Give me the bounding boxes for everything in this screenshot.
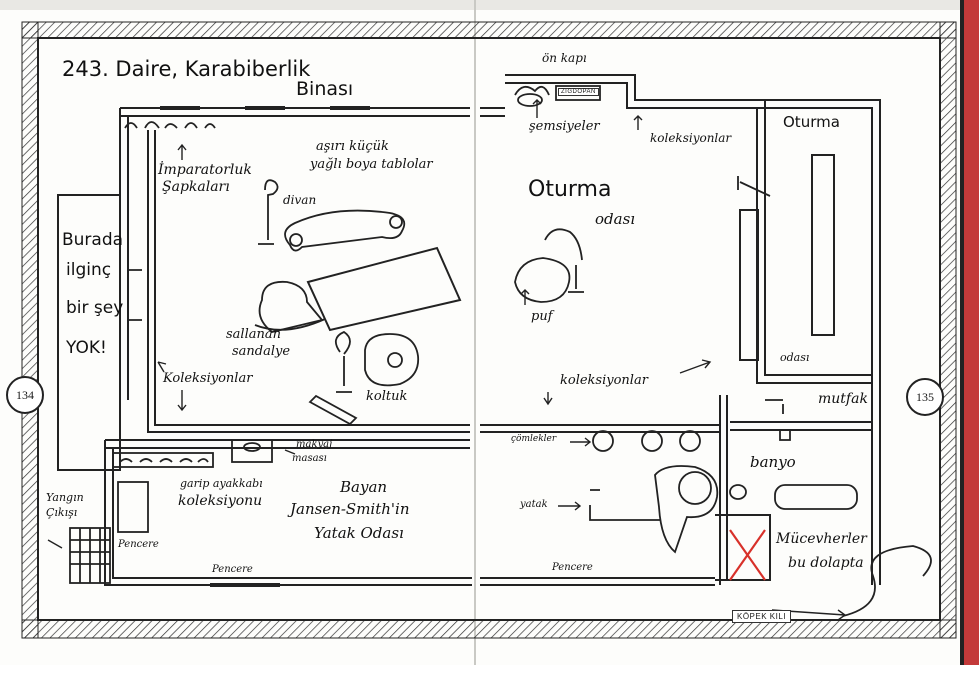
map-title-line2: Binası: [296, 78, 354, 100]
label-divan: divan: [283, 193, 317, 207]
label-jansen-smith: Jansen-Smith'in: [290, 500, 410, 518]
label-koleksiyonlar-mid: koleksiyonlar: [560, 373, 648, 388]
label-cikisi: Çıkışı: [46, 506, 78, 519]
label-masasi: masası: [292, 453, 327, 464]
label-koleksiyonu: koleksiyonu: [178, 493, 263, 509]
label-oturma-big: Oturma: [528, 177, 612, 202]
furniture-right: [514, 85, 932, 617]
page-number-right: 135: [906, 378, 944, 416]
label-pencere-1: Pencere: [118, 539, 159, 550]
label-bayan: Bayan: [340, 478, 388, 496]
label-burada-2: ilginç: [66, 260, 112, 280]
label-yatak-odasi: Yatak Odası: [314, 524, 404, 542]
book-edge: [962, 0, 979, 665]
label-on-kapi: ön kapı: [542, 51, 587, 65]
label-makyaj: makyaj: [296, 439, 333, 450]
map-title: 243. Daire, Karabiberlik: [62, 57, 311, 81]
label-pencere-3: Pencere: [552, 562, 593, 573]
kopek-kili-tag: KÖPEK KILI: [732, 610, 792, 623]
label-semsiyeler: şemsiyeler: [529, 119, 600, 134]
label-sapkalari: Şapkaları: [162, 179, 230, 195]
furniture-left: [69, 121, 462, 584]
label-mucevherler: Mücevherler: [776, 531, 867, 547]
label-comlekler: çömlekler: [511, 434, 557, 444]
label-burada-4: YOK!: [66, 338, 107, 358]
label-burada-1: Burada: [62, 230, 124, 250]
label-bu-dolapta: bu dolapta: [788, 555, 864, 571]
label-yagli-boya: yağlı boya tablolar: [310, 157, 433, 172]
label-koleksiyonlar-left: Koleksiyonlar: [163, 371, 253, 386]
walls-left: [57, 106, 472, 587]
label-banyo: banyo: [750, 453, 796, 471]
page-number-left: 134: [6, 376, 44, 414]
label-odasi-big: odası: [595, 210, 636, 228]
label-pencere-2: Pencere: [212, 564, 253, 575]
label-sallanan: sallanan: [226, 327, 281, 342]
label-garip-ayakkabi: garip ayakkabı: [180, 477, 263, 490]
hatched-frame: [21, 21, 957, 639]
label-koleksiyonlar-top: koleksiyonlar: [650, 131, 732, 145]
label-imparatorluk: İmparatorluk: [158, 162, 252, 178]
label-mutfak: mutfak: [818, 391, 868, 407]
label-burada-3: bir şey: [66, 298, 124, 318]
walls-right: [480, 74, 881, 586]
label-oturma-right: Oturma: [783, 113, 840, 131]
label-yatak: yatak: [520, 499, 548, 510]
label-yangin: Yangın: [46, 491, 84, 504]
label-koltuk: koltuk: [366, 389, 408, 404]
doormat-tag: ZIGDOPAN: [558, 88, 599, 96]
label-odasi-right: odası: [780, 351, 810, 364]
label-asiri-kucuk: aşırı küçük: [316, 139, 389, 154]
label-puf: puf: [531, 309, 553, 324]
arrows: [47, 99, 847, 621]
label-sandalye: sandalye: [232, 344, 291, 359]
